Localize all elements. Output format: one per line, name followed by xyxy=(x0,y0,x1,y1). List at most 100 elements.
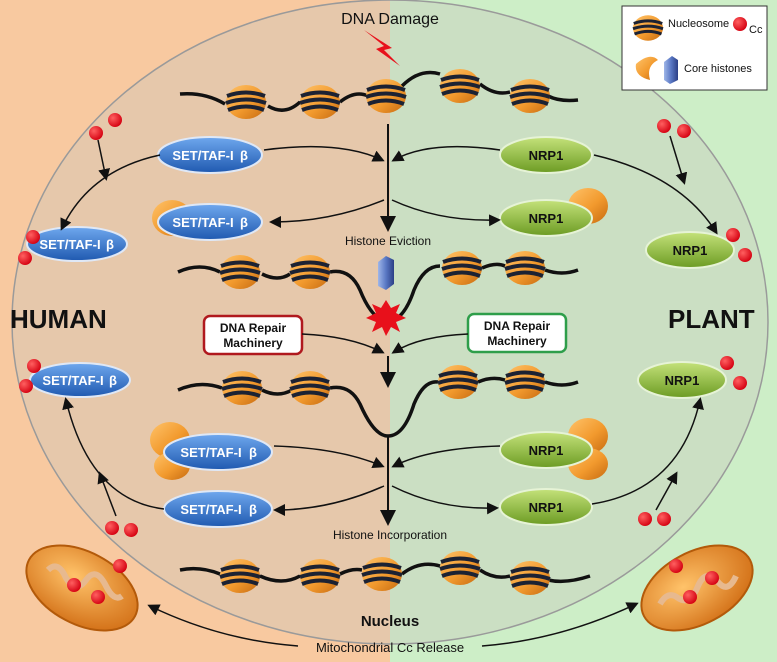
set-taf-bound-histone-bottom: SET/TAF-I β xyxy=(150,422,273,480)
legend-nucleosome-label: Nucleosome xyxy=(668,18,729,30)
nucleosome-top-4 xyxy=(508,77,552,115)
nrp1-bound-histone-bottom: NRP1 xyxy=(499,418,608,480)
damage-lightning-icon xyxy=(364,30,400,66)
cc-icon xyxy=(638,512,652,526)
nucleosome-bottom-3 xyxy=(360,555,404,593)
cc-icon xyxy=(669,559,683,573)
dna-strand-top xyxy=(179,70,579,112)
mitochondrion-right-icon xyxy=(640,544,754,632)
nucleosome-evicted-2 xyxy=(288,253,332,291)
label-histone-incorporation: Histone Incorporation xyxy=(333,528,447,542)
set-taf-free-top: SET/TAF-I β xyxy=(157,136,263,174)
cc-icon xyxy=(720,356,734,370)
label-histone-eviction: Histone Eviction xyxy=(345,234,431,248)
nucleosome-top-damaged xyxy=(364,77,408,115)
connector-arrows xyxy=(60,135,718,517)
nrp1-free-top: NRP1 xyxy=(499,136,593,174)
nrp1-free-bottom: NRP1 xyxy=(499,488,593,526)
label-plant: PLANT xyxy=(668,304,755,334)
nrp1-bound-histone-top: NRP1 xyxy=(499,188,608,237)
dna-strand-bottom xyxy=(179,562,591,584)
cc-icon xyxy=(18,251,32,265)
svg-text:NRP1: NRP1 xyxy=(665,373,700,388)
cc-icon xyxy=(105,521,119,535)
svg-text:Machinery: Machinery xyxy=(487,334,547,348)
label-nucleus: Nucleus xyxy=(361,613,419,630)
nucleosome-evicted-3 xyxy=(440,249,484,287)
cc-icon xyxy=(108,113,122,127)
set-taf-bound-histone-top: SET/TAF-I β xyxy=(152,200,263,241)
svg-text:SET/TAF-I: SET/TAF-I xyxy=(180,502,241,517)
svg-text:β: β xyxy=(109,373,117,388)
nucleosome-repaired-3 xyxy=(436,363,480,401)
legend-core-histone-icon xyxy=(664,56,678,84)
nucleosome-bottom-1 xyxy=(218,557,262,595)
nucleosome-repaired-1 xyxy=(220,369,264,407)
svg-text:SET/TAF-I: SET/TAF-I xyxy=(39,237,100,252)
dna-strand-repaired xyxy=(177,376,579,438)
cc-icon xyxy=(91,590,105,604)
nrp1-cc-bound-top: NRP1 xyxy=(645,228,752,269)
evicted-core-histone-icon xyxy=(378,256,394,290)
set-taf-free-bottom: SET/TAF-I β xyxy=(163,490,273,528)
cc-icon xyxy=(113,559,127,573)
dna-break-icon xyxy=(366,300,406,336)
nucleosome-bottom-4 xyxy=(438,549,482,587)
repair-machinery-plant: DNA Repair Machinery xyxy=(466,312,568,354)
nucleosome-top-3 xyxy=(438,67,482,105)
legend-core-histones-label: Core histones xyxy=(684,63,752,75)
svg-text:NRP1: NRP1 xyxy=(673,243,708,258)
cc-icon xyxy=(27,359,41,373)
cc-icon xyxy=(67,578,81,592)
nrp1-cc-bound-bottom: NRP1 xyxy=(637,356,747,399)
svg-text:SET/TAF-I: SET/TAF-I xyxy=(180,445,241,460)
svg-text:NRP1: NRP1 xyxy=(529,500,564,515)
legend-core-histone-half-icon xyxy=(635,56,658,80)
nucleosome-bottom-2 xyxy=(298,557,342,595)
cc-icon xyxy=(124,523,138,537)
set-taf-cc-bound-bottom: SET/TAF-I β xyxy=(19,359,131,398)
cc-icon xyxy=(89,126,103,140)
svg-text:NRP1: NRP1 xyxy=(529,443,564,458)
svg-text:SET/TAF-I: SET/TAF-I xyxy=(42,373,103,388)
repair-machinery-human: DNA Repair Machinery xyxy=(202,314,304,356)
cc-icon xyxy=(677,124,691,138)
cc-icon xyxy=(726,228,740,242)
nucleosome-top-1 xyxy=(224,83,268,121)
svg-text:β: β xyxy=(249,445,257,460)
svg-text:β: β xyxy=(240,215,248,230)
nucleosome-evicted-4 xyxy=(503,249,547,287)
svg-text:β: β xyxy=(240,148,248,163)
cc-icon xyxy=(657,119,671,133)
cc-icon xyxy=(733,376,747,390)
label-human: HUMAN xyxy=(10,304,107,334)
svg-text:DNA Repair: DNA Repair xyxy=(220,321,287,335)
nucleosome-top-2 xyxy=(298,83,342,121)
title-dna-damage: DNA Damage xyxy=(341,11,439,28)
nucleosome-bottom-5 xyxy=(508,559,552,597)
svg-text:β: β xyxy=(106,237,114,252)
cc-icon xyxy=(19,379,33,393)
set-taf-cc-bound-top: SET/TAF-I β xyxy=(18,226,128,265)
svg-text:NRP1: NRP1 xyxy=(529,211,564,226)
svg-text:SET/TAF-I: SET/TAF-I xyxy=(172,215,233,230)
legend-cc-icon xyxy=(733,17,747,31)
nucleosome-evicted-1 xyxy=(218,253,262,291)
cc-icon xyxy=(657,512,671,526)
release-arrow-right xyxy=(481,602,639,647)
cc-icon xyxy=(705,571,719,585)
label-mitochondrial-release: Mitochondrial Cc Release xyxy=(316,640,464,655)
svg-text:β: β xyxy=(249,502,257,517)
nucleosome-repaired-4 xyxy=(503,363,547,401)
cc-icon xyxy=(26,230,40,244)
mitochondrion-left-icon xyxy=(25,544,139,632)
legend-cc-label: Cc xyxy=(749,24,763,36)
nucleosome-repaired-2 xyxy=(288,369,332,407)
cc-icon xyxy=(683,590,697,604)
svg-text:SET/TAF-I: SET/TAF-I xyxy=(172,148,233,163)
svg-text:Machinery: Machinery xyxy=(223,336,283,350)
release-arrow-left xyxy=(147,604,299,647)
svg-text:NRP1: NRP1 xyxy=(529,148,564,163)
